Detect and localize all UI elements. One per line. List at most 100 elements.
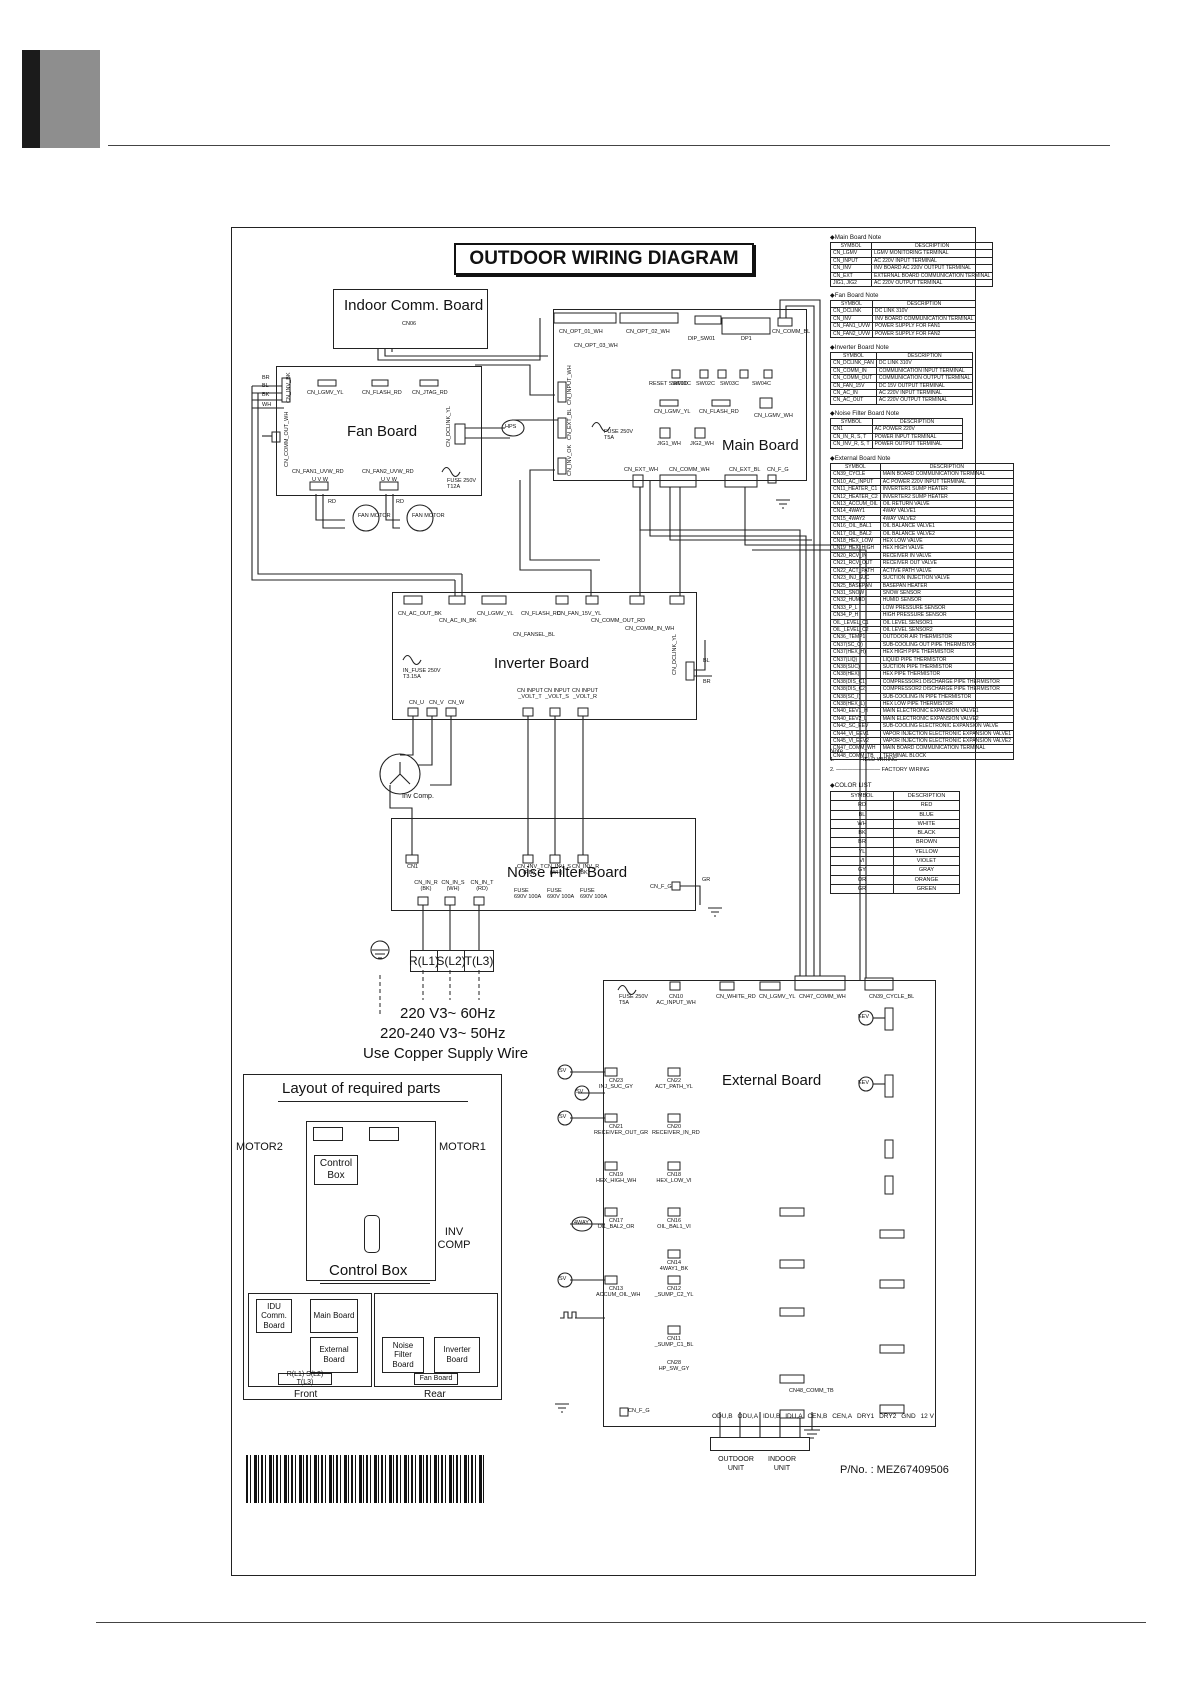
cell: LOW PRESSURE SENSOR — [879, 603, 1015, 613]
main-cn-ext-bl-left: CN_EXT_BL — [567, 408, 573, 441]
cell: CN_INV — [830, 314, 873, 324]
wire-br: BR — [262, 375, 270, 381]
ext-cn21: CN21 RECEIVER_OUT_GR — [594, 1124, 649, 1136]
terminal-s: S(L2) — [436, 950, 466, 972]
color-list-title-text: COLOR LIST — [834, 782, 872, 789]
cell: VIOLET — [893, 856, 960, 867]
ext-cn20: CN20 RECEIVER_IN_RD — [652, 1124, 700, 1136]
fan-wire-rd1: RD — [328, 499, 336, 505]
tb-idu-a: IDU,A — [785, 1413, 803, 1420]
supply-copper: Use Copper Supply Wire — [363, 1045, 529, 1062]
fan-cn-lgmv: CN_LGMV_YL — [307, 390, 344, 396]
inverter-board-name: Inverter Board — [494, 655, 590, 672]
cell: CN37(LIQ) — [830, 655, 881, 664]
cell: JIG1, JIG2 — [830, 279, 872, 288]
indoor-unit-label: INDOOR UNIT — [768, 1456, 796, 1473]
cell: COMMUNICATION INPUT TERMINAL — [875, 366, 974, 376]
ext-cn13: CN13 ACCUM_OIL_WH — [596, 1286, 641, 1298]
inv-cn-dclink: CN_DCLINK_YL — [672, 634, 678, 675]
cell: DESCRIPTION — [870, 241, 994, 251]
main-dip: DIP_SW01 — [688, 336, 716, 342]
cell: CN37(HEX_H) — [830, 648, 881, 657]
rear-label: Rear — [424, 1389, 446, 1400]
tb-dry2: DRY2 — [879, 1413, 897, 1420]
main-cn-ext-bl: CN_EXT_BL — [729, 467, 761, 473]
main-jig2: JIG2_WH — [690, 441, 714, 447]
footer-rule — [96, 1622, 1146, 1623]
cell: INV BOARD COMMUNICATION TERMINAL — [871, 314, 977, 324]
four-way: 4WAY — [574, 1220, 589, 1226]
inv-cn-fansel: CN_FANSEL_BL — [513, 632, 555, 638]
unit-outline — [306, 1121, 436, 1281]
main-cn-opt03: CN_OPT_03_WH — [574, 343, 618, 349]
ext-cn19: CN19 HEX_HIGH_WH — [596, 1172, 637, 1184]
inv-fuse: IN_FUSE 250V T3.15A — [403, 668, 441, 680]
cell: GY — [830, 865, 894, 876]
cell: BR — [830, 837, 894, 848]
sv-4: SV — [559, 1276, 567, 1282]
inv-comp-shape — [364, 1215, 380, 1253]
cell: WHITE — [893, 818, 960, 830]
color-list-title: ◆COLOR LIST — [830, 782, 872, 789]
eev-1: EEV — [858, 1014, 870, 1020]
fan-board-name: Fan Board — [347, 423, 418, 440]
tb-odu-b: ODU,B — [712, 1413, 733, 1420]
fan-uvw-1: U V W — [312, 477, 328, 483]
main-dp1: DP1 — [741, 336, 752, 342]
front-external: External Board — [310, 1337, 358, 1373]
control-box-rule — [320, 1283, 430, 1284]
inv-cn-v: CN_V — [429, 700, 444, 706]
main-sw04c: SW04C — [752, 381, 771, 387]
hps-label: HPS — [505, 424, 517, 430]
cell: EXTERNAL BOARD COMMUNICATION TERMINAL — [870, 271, 994, 281]
nf-cn-inv-s: CN_INV_S (WH) — [544, 864, 571, 876]
cell: OIL_LEVEL_C2 — [830, 625, 881, 635]
fan-cn-inv: CN_INV_BK — [286, 372, 292, 403]
layout-title-rule — [278, 1101, 468, 1102]
cell: AC 220V OUTPUT TERMINAL — [875, 396, 974, 405]
cell: 4WAY VALVE2 — [879, 514, 1015, 524]
cell: YL — [830, 846, 894, 858]
inv-cn-lgmv: CN_LGMV_YL — [477, 611, 514, 617]
fan-uvw-2: U V W — [381, 477, 397, 483]
ext-terminal-block: CN48_COMM_TB — [789, 1388, 834, 1394]
nf-cn-inv-t: CN_INV_T (RD) — [517, 864, 544, 876]
cell: CN16_OIL_BAL1 — [830, 522, 881, 531]
cell: RECEIVER IN VALVE — [879, 551, 1015, 561]
cell: OUTDOOR AIR THERMISTOR — [879, 633, 1015, 642]
inverter-note-title-text: Inverter Board Note — [834, 344, 889, 351]
inv-cn-fan15v: CN_FAN_15V_YL — [557, 611, 602, 617]
nf-fuse-2: FUSE 690V 100A — [547, 888, 575, 900]
main-cn-lgmv: CN_LGMV_YL — [654, 409, 691, 415]
cell: CN_INV_R, S, T — [830, 440, 873, 449]
main-cn-comm-wh: CN_COMM_WH — [669, 467, 710, 473]
terminal-r: R(L1) — [409, 950, 439, 972]
cell: COMPRESSOR1 DISCHARGE PIPE THERMISTOR — [879, 677, 1015, 687]
cell: DESCRIPTION — [879, 462, 1015, 472]
fan-wire-rd2: RD — [396, 499, 404, 505]
wire-wh: WH — [262, 402, 272, 408]
part-number: P/No. : MEZ67409506 — [840, 1464, 949, 1476]
note-row: CN38(SC_I)SUB-COOLING IN PIPE THERMISTOR — [830, 692, 1015, 702]
cell: CN37(SC_O) — [830, 640, 881, 650]
legend-field: 1. - - - - - - - FIELD WIRING — [830, 757, 898, 763]
inv-cn-ac-in: CN_AC_IN_BK — [439, 618, 477, 624]
rear-noise: Noise Filter Board — [382, 1337, 424, 1373]
cell: CN34_P_H — [830, 611, 881, 620]
cell: CN32_HUMID — [830, 596, 881, 605]
